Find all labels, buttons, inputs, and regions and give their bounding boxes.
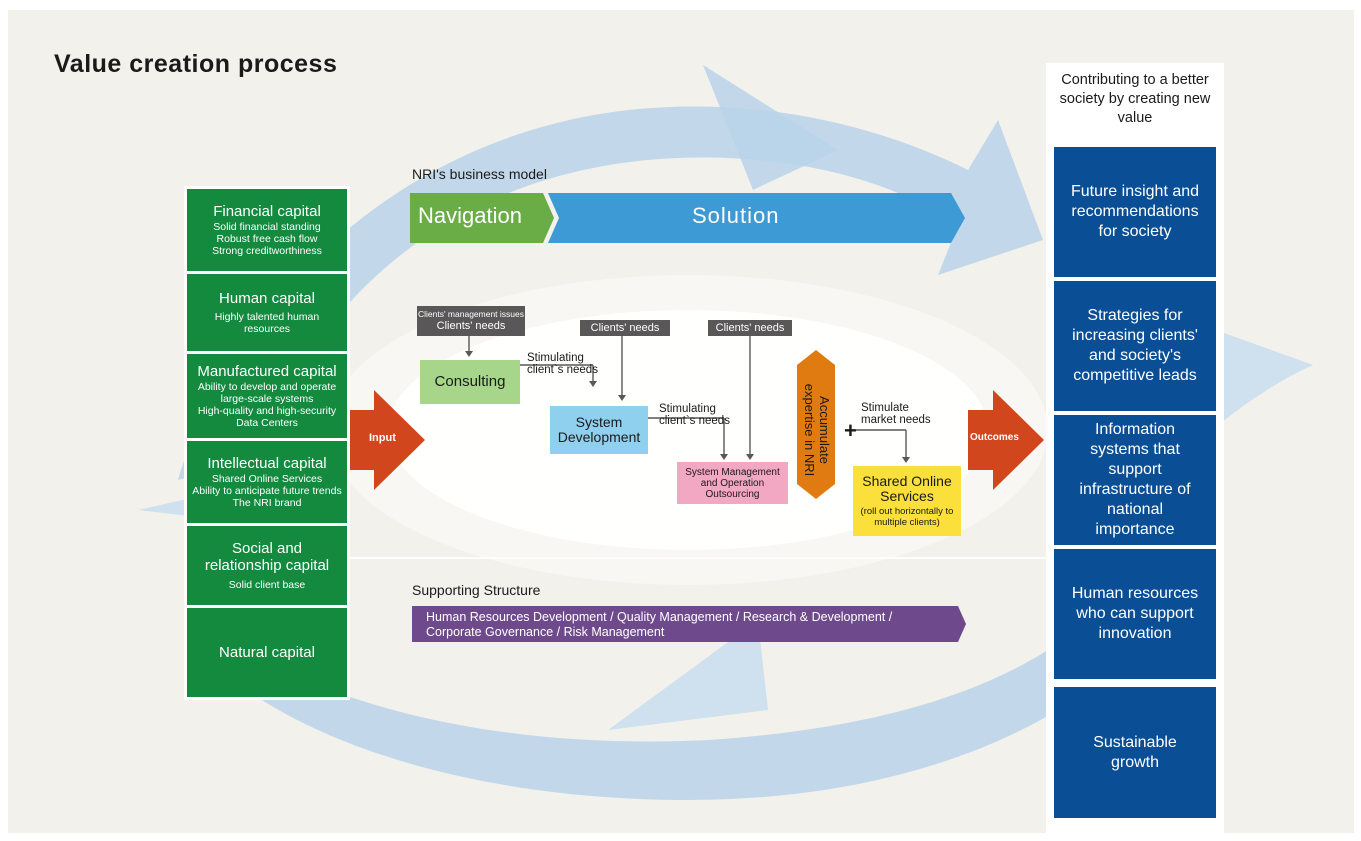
capital-detail: High-quality and high-security Data Cent… [197,404,337,429]
supporting-structure-label: Supporting Structure [412,582,541,598]
outcomes-header: Contributing to a better society by crea… [1059,72,1211,126]
plus-sign: + [844,418,857,443]
shared-services-subtitle: (roll out horizontally to multiple clien… [860,506,954,528]
needs-management-issues: Clients' management issues [417,309,525,320]
input-label: Input [369,432,396,444]
needs-box-system-dev: Clients' needs [580,320,670,336]
capital-name: Manufactured capital [197,363,337,381]
capital-detail: Solid financial standing [213,220,321,233]
outcomes-arrow-shape [968,390,1044,490]
outcome-text: Future insight and recommendations for s… [1070,183,1200,240]
capital-detail: Highly talented human resources [214,311,320,336]
outcome-sustainable-growth: Sustainable growth [1054,687,1216,818]
supporting-text-line-2: Corporate Governance / Risk Management [426,625,665,639]
input-arrow-shape [347,390,425,490]
outcome-text: Sustainable growth [1093,733,1177,771]
capital-detail: Robust free cash flow [216,232,318,245]
supporting-structure-bar: Human Resources Development / Quality Ma… [412,606,966,642]
capital-name: Human capital [219,289,315,307]
supporting-structure-text: Human Resources Development / Quality Ma… [426,610,892,640]
stimulating-label-2: Stimulating client`s needs [659,403,730,428]
capitals-column: Financial capital Solid financial standi… [184,186,350,700]
needs-text: Clients' needs [436,319,506,332]
needs-text: Clients' needs [590,321,660,334]
capital-name: Natural capital [219,643,315,661]
outcome-text: Strategies for increasing clients' and s… [1072,307,1198,384]
capital-manufactured: Manufactured capital Ability to develop … [187,354,347,438]
consulting-box: Consulting [420,360,520,404]
needs-box-outsourcing: Clients' needs [708,320,792,336]
accumulate-hexagon [797,350,835,499]
capital-detail: Ability to develop and operate large-sca… [197,380,337,405]
outcomes-label: Outcomes [970,432,1019,443]
system-development-box: System Development [550,406,648,454]
accumulate-expertise-label: Accumulate expertise in NRI [802,383,832,477]
capital-detail: The NRI brand [232,496,302,509]
solution-chevron [548,193,965,243]
diagram-frame: Value creation process Financial capital… [8,10,1354,833]
solution-label: Solution [692,203,780,228]
business-model-label: NRI's business model [412,166,547,182]
outcome-strategies: Strategies for increasing clients' and s… [1054,281,1216,411]
needs-box-consulting: Clients' management issues Clients' need… [417,306,525,336]
capital-detail: Solid client base [228,578,306,591]
shared-online-services-box: Shared Online Services (roll out horizon… [853,466,961,536]
capital-name: Financial capital [213,203,321,221]
outcome-information-systems: Information systems that support infrast… [1054,415,1216,545]
supporting-bar [412,606,966,642]
capital-detail: Ability to anticipate future trends [192,484,342,497]
outcome-text: Information systems that support infrast… [1079,421,1191,538]
stimulate-market-label: Stimulate market needs [861,402,931,427]
shared-services-title: Shared Online Services [862,472,952,505]
outcomes-column: Contributing to a better society by crea… [1046,63,1224,833]
capital-detail: Strong creditworthiness [212,244,322,257]
capital-detail: Shared Online Services [211,472,323,485]
supporting-text-line-1: Human Resources Development / Quality Ma… [426,610,893,624]
navigation-chevron [410,193,554,243]
capital-human: Human capital Highly talented human reso… [187,274,347,351]
navigation-label: Navigation [418,203,522,228]
capital-social: Social and relationship capital Solid cl… [187,526,347,605]
capital-name: Social and relationship capital [204,540,330,575]
capital-intellectual: Intellectual capital Shared Online Servi… [187,441,347,523]
capital-natural: Natural capital [187,608,347,697]
system-development-label: System Development [557,413,641,445]
page-title: Value creation process [54,50,338,78]
outsourcing-box: System Management and Operation Outsourc… [677,462,788,504]
capital-name: Intellectual capital [207,455,327,473]
capital-financial: Financial capital Solid financial standi… [187,189,347,271]
outcome-human-resources: Human resources who can support innovati… [1054,549,1216,679]
stimulating-label-1: Stimulating client`s needs [527,352,598,377]
consulting-label: Consulting [434,372,506,390]
needs-text: Clients' needs [715,321,785,334]
outsourcing-label: System Management and Operation Outsourc… [685,466,780,500]
outcome-future-insight: Future insight and recommendations for s… [1054,147,1216,277]
outcome-text: Human resources who can support innovati… [1071,585,1199,642]
